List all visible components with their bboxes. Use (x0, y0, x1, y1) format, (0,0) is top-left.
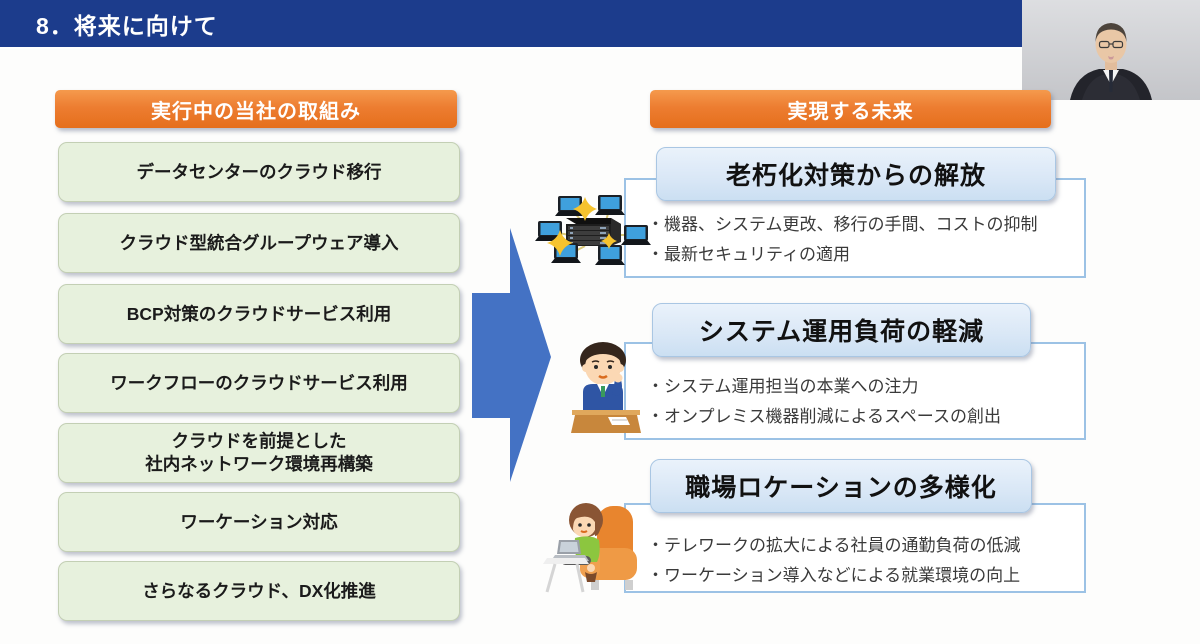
left-column-header-label: 実行中の当社の取組み (151, 100, 361, 123)
section-title-label: 老朽化対策からの解放 (725, 162, 986, 190)
office-worker-illustration (571, 342, 641, 433)
future-section-1-title: 老朽化対策からの解放 (656, 147, 1056, 201)
presenter-webcam (1022, 0, 1200, 100)
bullet-line: ・オンプレミス機器削減によるスペースの創出 (647, 407, 1001, 426)
initiative-item-7: さらなるクラウド、DX化推進 (58, 561, 460, 621)
presenter-avatar-icon (1022, 0, 1200, 100)
laptop-icon (595, 195, 625, 215)
section-title-label: 職場ロケーションの多様化 (685, 474, 997, 502)
initiative-item-label: ワークフローのクラウドサービス利用 (110, 372, 408, 393)
initiative-item-label: データセンターのクラウド移行 (136, 161, 382, 182)
server-network-illustration (535, 195, 651, 265)
initiative-item-5: クラウドを前提とした 社内ネットワーク環境再構築 (58, 423, 460, 483)
future-section-3-bullets: ・テレワークの拡大による社員の通勤負荷の低減 ・ワーケーション導入などによる就業… (624, 503, 1086, 593)
initiative-item-2: クラウド型統合グループウェア導入 (58, 213, 460, 273)
initiative-item-label: BCP対策のクラウドサービス利用 (126, 303, 392, 324)
bullet-line: ・システム運用担当の本業への注力 (647, 377, 919, 396)
laptop-icon (621, 225, 651, 245)
bullet-line: ・機器、システム更改、移行の手間、コストの抑制 (647, 215, 1038, 234)
initiative-item-4: ワークフローのクラウドサービス利用 (58, 353, 460, 413)
sofa-laptop-illustration (543, 503, 637, 593)
initiative-item-label: クラウド型統合グループウェア導入 (119, 232, 399, 253)
bullet-line: ・テレワークの拡大による社員の通勤負荷の低減 (647, 536, 1021, 555)
bullet-line: ・ワーケーション導入などによる就業環境の向上 (647, 566, 1021, 585)
left-column-header: 実行中の当社の取組み (55, 90, 457, 128)
initiative-item-label: さらなるクラウド、DX化推進 (142, 580, 376, 601)
section-title-label: システム運用負荷の軽減 (698, 318, 985, 346)
title-bar: 8．将来に向けて (0, 0, 1022, 49)
future-section-3-title: 職場ロケーションの多様化 (650, 459, 1032, 513)
initiative-item-6: ワーケーション対応 (58, 492, 460, 552)
initiative-item-label: ワーケーション対応 (180, 511, 338, 532)
initiative-item-label: クラウドを前提とした 社内ネットワーク環境再構築 (145, 431, 373, 474)
laptop-icon (595, 245, 625, 265)
right-column-header-label: 実現する未来 (787, 100, 914, 123)
bullet-line: ・最新セキュリティの適用 (647, 245, 850, 264)
sparkle-icon (547, 197, 617, 256)
right-column-header: 実現する未来 (650, 90, 1051, 128)
initiative-item-1: データセンターのクラウド移行 (58, 142, 460, 202)
future-section-2-title: システム運用負荷の軽減 (652, 303, 1031, 357)
initiative-item-3: BCP対策のクラウドサービス利用 (58, 284, 460, 344)
right-arrow-icon (472, 228, 551, 482)
slide-title: 8．将来に向けて (36, 12, 218, 39)
